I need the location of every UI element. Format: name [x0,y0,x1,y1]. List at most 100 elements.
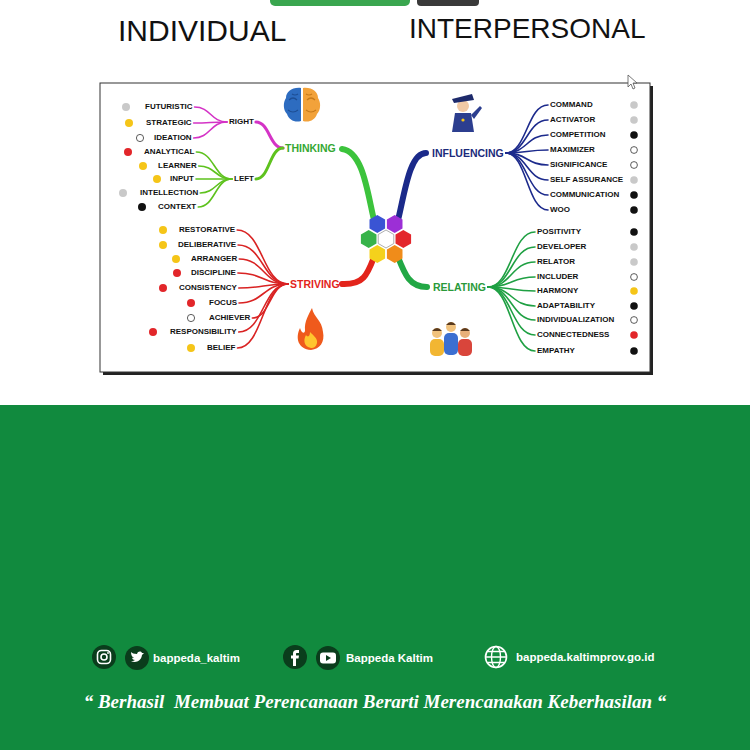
node-text: RELATOR [537,257,575,267]
node-text: RELATING [433,281,486,293]
node-text: ARRANGER [191,254,237,264]
talent-label: RESPONSIBILITY [169,327,238,337]
status-dot [124,148,132,156]
node-text: SELF ASSURANCE [550,175,623,185]
talent-label: DEVELOPER [536,242,587,252]
status-dot [630,258,638,266]
status-dot [149,328,157,336]
branch-line [488,277,535,287]
talent-label: RELATOR [536,257,576,267]
officer-icon [461,118,464,121]
brain-icon [306,94,316,112]
node-text: BELIEF [207,343,235,353]
talent-label: CONSISTENCY [178,283,238,293]
facebook-icon [291,650,299,666]
talent-label: SIGNIFICANCE [549,160,608,170]
label-text: “ Berhasil Membuat Perencanaan Berarti M… [84,691,667,713]
branch-line [256,122,283,148]
instagram-icon [101,654,107,660]
status-dot [122,103,130,111]
brain-icon [284,88,301,122]
status-dot [630,347,638,355]
branch-line [506,153,548,195]
node-text: IDEATION [154,133,192,143]
node-text: CONTEXT [158,202,196,212]
branch-line [194,122,227,138]
status-dot [187,344,195,352]
talent-label: LEARNER [157,161,198,171]
talent-label: FOCUS [208,298,238,308]
branch-line [256,148,283,179]
status-dot [172,255,180,263]
label-text: INDIVIDUAL [118,14,286,49]
node-text: SIGNIFICANCE [550,160,607,170]
twitter-icon [131,652,144,662]
node-text: INFLUENCING [432,147,504,159]
instagram-icon [92,645,116,669]
node-text: COMMAND [550,100,593,110]
branch-line [238,245,288,284]
branch-line [237,230,288,284]
officer-icon [452,94,474,103]
branch-line [506,135,548,153]
node-text: CONNECTEDNESS [537,330,609,340]
youtube-icon [316,646,340,670]
globe-icon [486,652,507,663]
branch-line [488,287,535,335]
status-dot [630,131,638,139]
talent-label: DISCIPLINE [190,268,237,278]
status-dot [187,299,195,307]
theme-label: INFLUENCING [431,147,505,159]
status-dot [159,241,167,249]
talent-label: MAXIMIZER [549,145,596,155]
status-dot [631,317,638,324]
branch-line [506,153,548,180]
talent-dots [119,101,638,355]
node-text: COMMUNICATION [550,190,619,200]
talent-label: CONTEXT [157,202,197,212]
node-text: RESTORATIVE [179,225,235,235]
talent-label: IDEATION [153,133,193,143]
talent-label: RESTORATIVE [178,225,236,235]
node-text: ADAPTABILITY [537,301,595,311]
twitter-icon [125,646,149,670]
theme-label: STRIVING [289,278,341,290]
label-text: Bappeda Kaltim [346,651,433,665]
node-text: STRIVING [290,278,340,290]
branch-line [196,152,232,179]
branch-line [506,153,548,210]
social-handle: Bappeda Kaltim [346,651,433,665]
node-text: HARMONY [537,286,578,296]
talent-label: ARRANGER [190,254,238,264]
talent-label: STRATEGIC [145,118,193,128]
branch-line [195,107,227,122]
hub-hexagon [378,230,394,248]
talent-label: ACHIEVER [208,313,251,323]
talent-label: WOO [549,205,571,215]
status-dot [630,191,638,199]
group-label: RIGHT [228,117,255,127]
node-text: INPUT [170,174,194,184]
status-dot [187,314,194,321]
theme-label: RELATING [432,281,487,293]
status-dot [630,176,638,184]
node-text: FUTURISTIC [145,102,193,112]
branch-line [239,259,288,284]
hub-hexagon [387,245,403,263]
social-handle: bappeda_kaltim [153,651,240,665]
section-heading: INTERPERSONAL [409,13,646,45]
node-text: DELIBERATIVE [178,240,236,250]
options-button [417,0,479,6]
instagram-icon [98,651,111,664]
talent-label: BELIEF [206,343,236,353]
talent-label: HARMONY [536,286,579,296]
social-handle: bappeda.kaltimprov.go.id [516,650,654,664]
branch-line [488,247,535,287]
fire-icon [298,308,324,350]
branch-line [488,262,535,287]
talent-label: INTELLECTION [139,188,199,198]
people-icon [444,333,458,355]
label-text: bappeda_kaltim [153,651,240,665]
node-text: DEVELOPER [537,242,586,252]
